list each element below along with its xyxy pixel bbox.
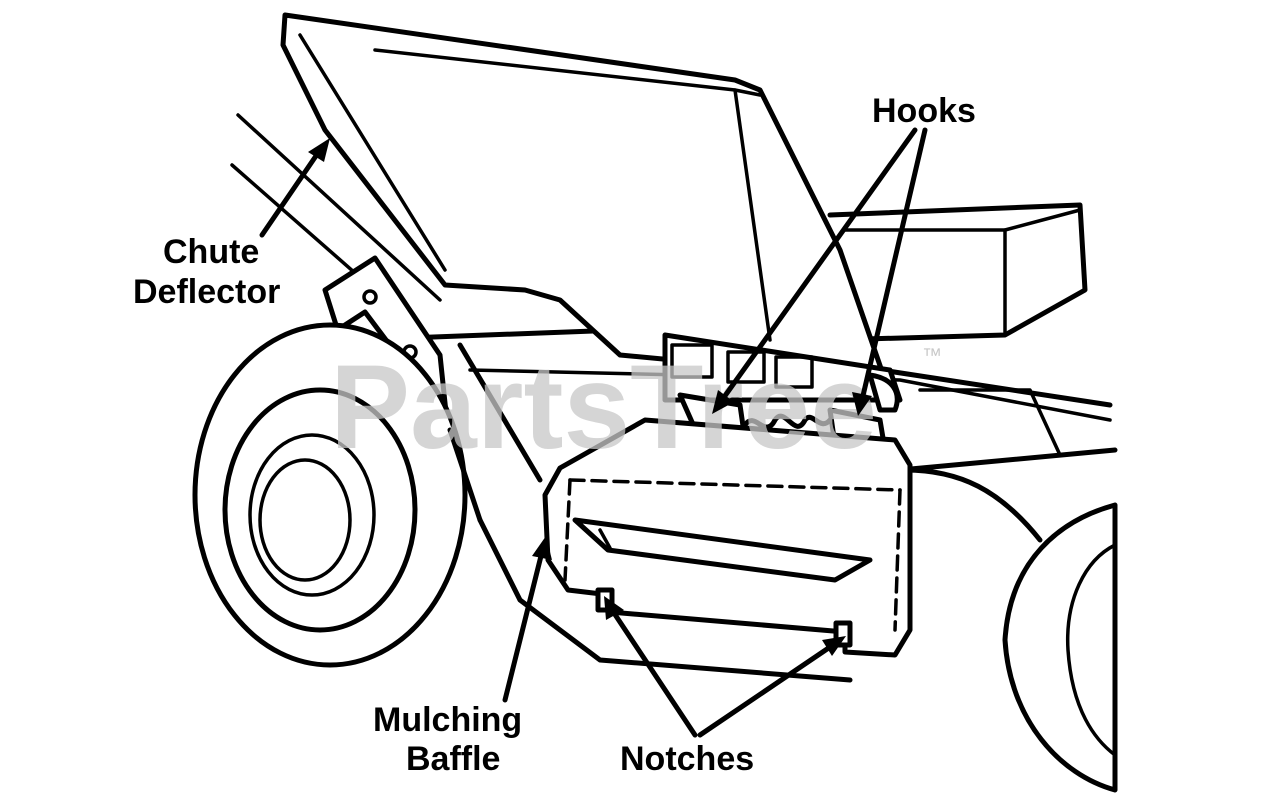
- callout-labels: Hooks Chute Deflector Mulching Baffle No…: [133, 92, 976, 778]
- notches-arrow-right: [697, 642, 836, 738]
- chute-deflector-arrow: [259, 147, 323, 238]
- label-notches: Notches: [620, 740, 754, 778]
- hooks-arrow-right-head: [852, 392, 872, 416]
- label-mulching-line2: Baffle: [406, 740, 500, 778]
- leader-arrows: [259, 127, 928, 738]
- trademark-symbol: ™: [922, 345, 942, 367]
- label-chute-line1: Chute: [163, 233, 259, 271]
- hooks-arrow-left-head: [712, 390, 734, 414]
- chute-deflector: [280, 12, 888, 383]
- label-chute-line2: Deflector: [133, 273, 280, 311]
- notches-arrow-left-head: [604, 596, 624, 620]
- notches-arrow-left: [609, 607, 698, 738]
- watermark-text: PartsTree: [330, 340, 877, 474]
- mulching-baffle-arrow: [502, 549, 545, 703]
- hooks-arrow-right: [859, 127, 928, 403]
- mulching-baffle-arrowhead: [532, 536, 552, 560]
- grass-bag: [827, 202, 1088, 343]
- label-mulching-line1: Mulching: [373, 701, 522, 739]
- right-wheel: [1002, 502, 1118, 793]
- label-hooks: Hooks: [872, 92, 976, 130]
- chute-deflector-arrowhead: [308, 138, 330, 162]
- notches-arrow-right-head: [822, 636, 846, 656]
- mulching-baffle: [542, 417, 913, 658]
- watermark: PartsTree ™: [330, 340, 942, 474]
- left-wheel: [192, 322, 483, 668]
- hooks-arrow-left: [719, 127, 918, 403]
